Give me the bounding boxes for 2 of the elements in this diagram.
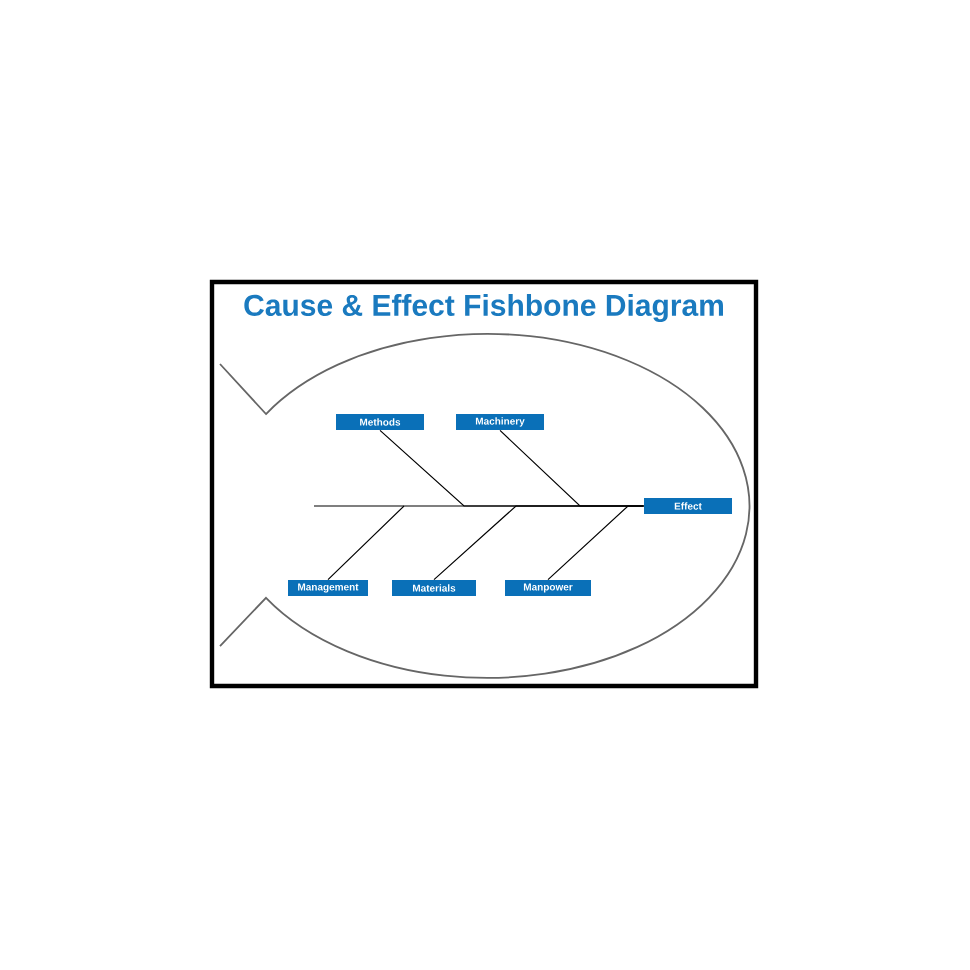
bone-line: [547, 505, 645, 581]
title: Cause & Effect Fishbone Diagram: [244, 293, 723, 323]
